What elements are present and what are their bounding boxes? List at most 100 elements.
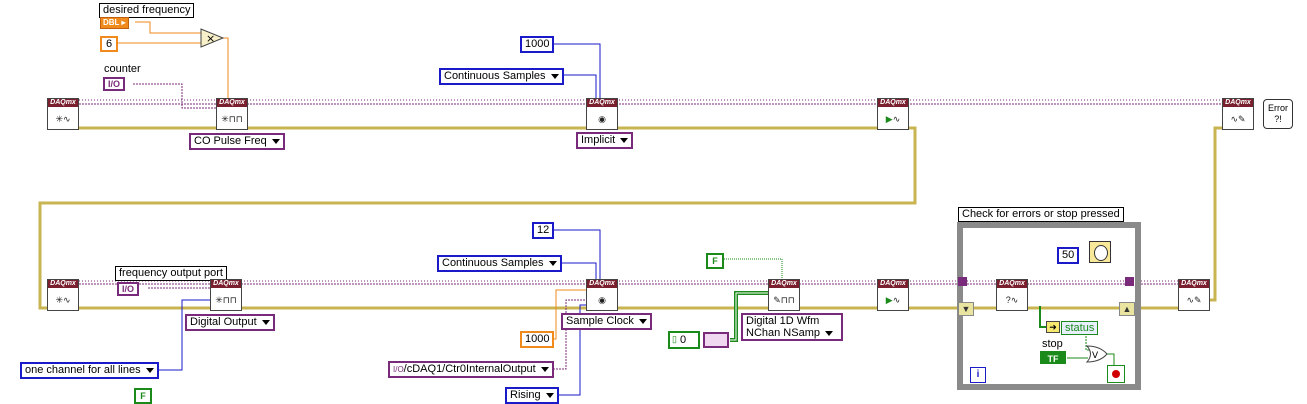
error-wire-right-loop — [1200, 126, 1225, 302]
vi-header: DAQmx — [587, 99, 617, 107]
daqmx-is-task-done-icon[interactable]: DAQmx ?∿ — [996, 279, 1028, 311]
co-pulse-freq-text: CO Pulse Freq — [194, 135, 267, 147]
eraser-icon: ∿✎ — [1230, 114, 1246, 124]
bool-wire-autostart — [722, 258, 783, 280]
daqmx-write-icon[interactable]: DAQmx ✎⊓⊓ — [768, 279, 800, 311]
daqmx-clear-task-icon-1[interactable]: DAQmx ∿✎ — [1222, 98, 1254, 130]
daqmx-timing-icon-bottom[interactable]: DAQmx ◉ — [586, 279, 618, 311]
write-poly-selector[interactable]: Digital 1D Wfm NChan NSamp — [741, 313, 843, 341]
freq-output-port-control[interactable]: I/O — [117, 282, 140, 296]
sample-mode-top-selector[interactable]: Continuous Samples — [439, 68, 564, 85]
vi-header: DAQmx — [878, 280, 908, 288]
wait-icon[interactable] — [1089, 241, 1111, 263]
index-icon: ▯ — [672, 334, 677, 344]
timing-implicit-selector[interactable]: Implicit — [576, 132, 634, 149]
play-icon: ▶∿ — [885, 295, 901, 305]
pulse-channel-icon: ✳︎⊓⊓ — [221, 114, 243, 124]
shift-register-right: ▲ — [1119, 302, 1135, 316]
clock-source-selector[interactable]: I/O/cDAQ1/Ctr0InternalOutput — [388, 361, 554, 378]
daqmx-start-task-icon-2[interactable]: DAQmx ▶∿ — [877, 279, 909, 311]
daqmx-timing-icon-top[interactable]: DAQmx ◉ — [586, 98, 618, 130]
stop-dot-icon — [1112, 370, 1120, 378]
dropdown-arrow-icon — [261, 319, 270, 325]
loop-tunnel-out — [1125, 277, 1134, 286]
sample-clock-text: Sample Clock — [566, 315, 634, 327]
int-wire-linegroup — [150, 299, 212, 371]
desired-frequency-type: DBL — [103, 18, 120, 27]
dropdown-arrow-icon — [145, 367, 154, 373]
digital-output-selector[interactable]: Digital Output — [185, 314, 275, 331]
int-wire-12 — [552, 229, 601, 282]
daqmx-create-task-icon-1[interactable]: DAQmx ✳︎∿ — [47, 98, 79, 130]
vi-header: DAQmx — [211, 280, 241, 288]
sample-clock-selector[interactable]: Sample Clock — [561, 313, 652, 330]
line-grouping-text: one channel for all lines — [25, 364, 141, 376]
daqmx-create-task-icon-2[interactable]: DAQmx ✳︎∿ — [47, 279, 79, 311]
bool-constant-false-2[interactable]: F — [706, 253, 724, 269]
waveform-array-constant[interactable]: ▯ 0 — [668, 331, 700, 349]
question-icon: ?∿ — [1005, 295, 1019, 305]
digital-waveform-icon[interactable] — [703, 332, 729, 348]
digital-channel-icon: ✳︎⊓⊓ — [215, 295, 237, 305]
dropdown-arrow-icon — [824, 330, 833, 336]
sample-mode-bottom-selector[interactable]: Continuous Samples — [437, 255, 562, 272]
dbl-wire-freq — [135, 21, 205, 34]
daqmx-clear-task-icon-2[interactable]: DAQmx ∿✎ — [1178, 279, 1210, 311]
desired-frequency-control[interactable]: DBL ▸ — [100, 17, 129, 29]
daqmx-start-task-icon-1[interactable]: DAQmx ▶∿ — [877, 98, 909, 130]
samps-per-chan-bottom[interactable]: 12 — [532, 222, 555, 239]
io-prefix-icon: I/O — [393, 365, 404, 374]
new-task-icon: ✳︎∿ — [55, 295, 71, 305]
clock-icon: ◉ — [598, 295, 606, 305]
error-handler-icon[interactable]: Error ?! — [1263, 99, 1293, 129]
write-poly-text: Digital 1D Wfm NChan NSamp — [746, 315, 820, 339]
vi-header: DAQmx — [878, 99, 908, 107]
vi-header: DAQmx — [587, 280, 617, 288]
array-index-value: 0 — [680, 334, 687, 346]
io-wire-clocksource — [550, 299, 590, 370]
new-task-icon: ✳︎∿ — [55, 114, 71, 124]
sample-mode-bottom-text: Continuous Samples — [442, 257, 544, 269]
wait-ms-constant[interactable]: 50 — [1057, 247, 1080, 264]
int-wire-cont-bottom — [552, 262, 597, 282]
digital-output-text: Digital Output — [190, 316, 257, 328]
samps-per-chan-top[interactable]: 1000 — [520, 36, 555, 53]
counter-control[interactable]: I/O — [103, 77, 126, 91]
active-edge-selector[interactable]: Rising — [505, 387, 559, 404]
vi-header: DAQmx — [48, 280, 78, 288]
daqmx-create-channel-do-icon[interactable]: DAQmx ✳︎⊓⊓ — [210, 279, 242, 311]
multiplier-constant[interactable]: 6 — [100, 36, 119, 52]
status-wire — [1039, 306, 1048, 328]
shift-register-left: ▼ — [958, 302, 974, 316]
clock-face-icon — [1094, 245, 1108, 261]
line-grouping-selector[interactable]: one channel for all lines — [20, 362, 159, 379]
svg-text:×: × — [206, 32, 215, 45]
int-wire-rising — [553, 304, 590, 396]
daqmx-create-channel-co-icon[interactable]: DAQmx ✳︎⊓⊓ — [216, 98, 248, 130]
multiply-icon[interactable]: × — [200, 28, 224, 48]
vi-header: DAQmx — [769, 280, 799, 288]
stop-label: stop — [1042, 338, 1063, 350]
rate-constant[interactable]: 1000 — [520, 331, 555, 348]
vi-header: DAQmx — [997, 280, 1027, 288]
active-edge-text: Rising — [510, 389, 541, 401]
iteration-terminal: i — [970, 367, 986, 383]
or-gate-icon[interactable]: V — [1086, 345, 1108, 363]
co-pulse-freq-selector[interactable]: CO Pulse Freq — [189, 133, 285, 150]
dropdown-arrow-icon — [620, 137, 629, 143]
clock-icon: ◉ — [598, 114, 606, 124]
wfm-wire-inner — [730, 292, 770, 341]
dropdown-arrow-icon — [540, 366, 549, 372]
desired-frequency-label: desired frequency — [99, 3, 195, 18]
dropdown-arrow-icon — [638, 318, 647, 324]
play-icon: ▶∿ — [885, 114, 901, 124]
stop-control[interactable]: TF — [1040, 351, 1066, 364]
unbundle-status-icon[interactable]: ➜ — [1046, 321, 1060, 333]
dropdown-arrow-icon — [545, 392, 554, 398]
io-wire-counter — [133, 83, 218, 109]
eraser-icon: ∿✎ — [1186, 295, 1202, 305]
loop-condition-icon[interactable] — [1107, 365, 1125, 383]
dropdown-arrow-icon — [550, 73, 559, 79]
status-indicator: status — [1061, 321, 1099, 335]
